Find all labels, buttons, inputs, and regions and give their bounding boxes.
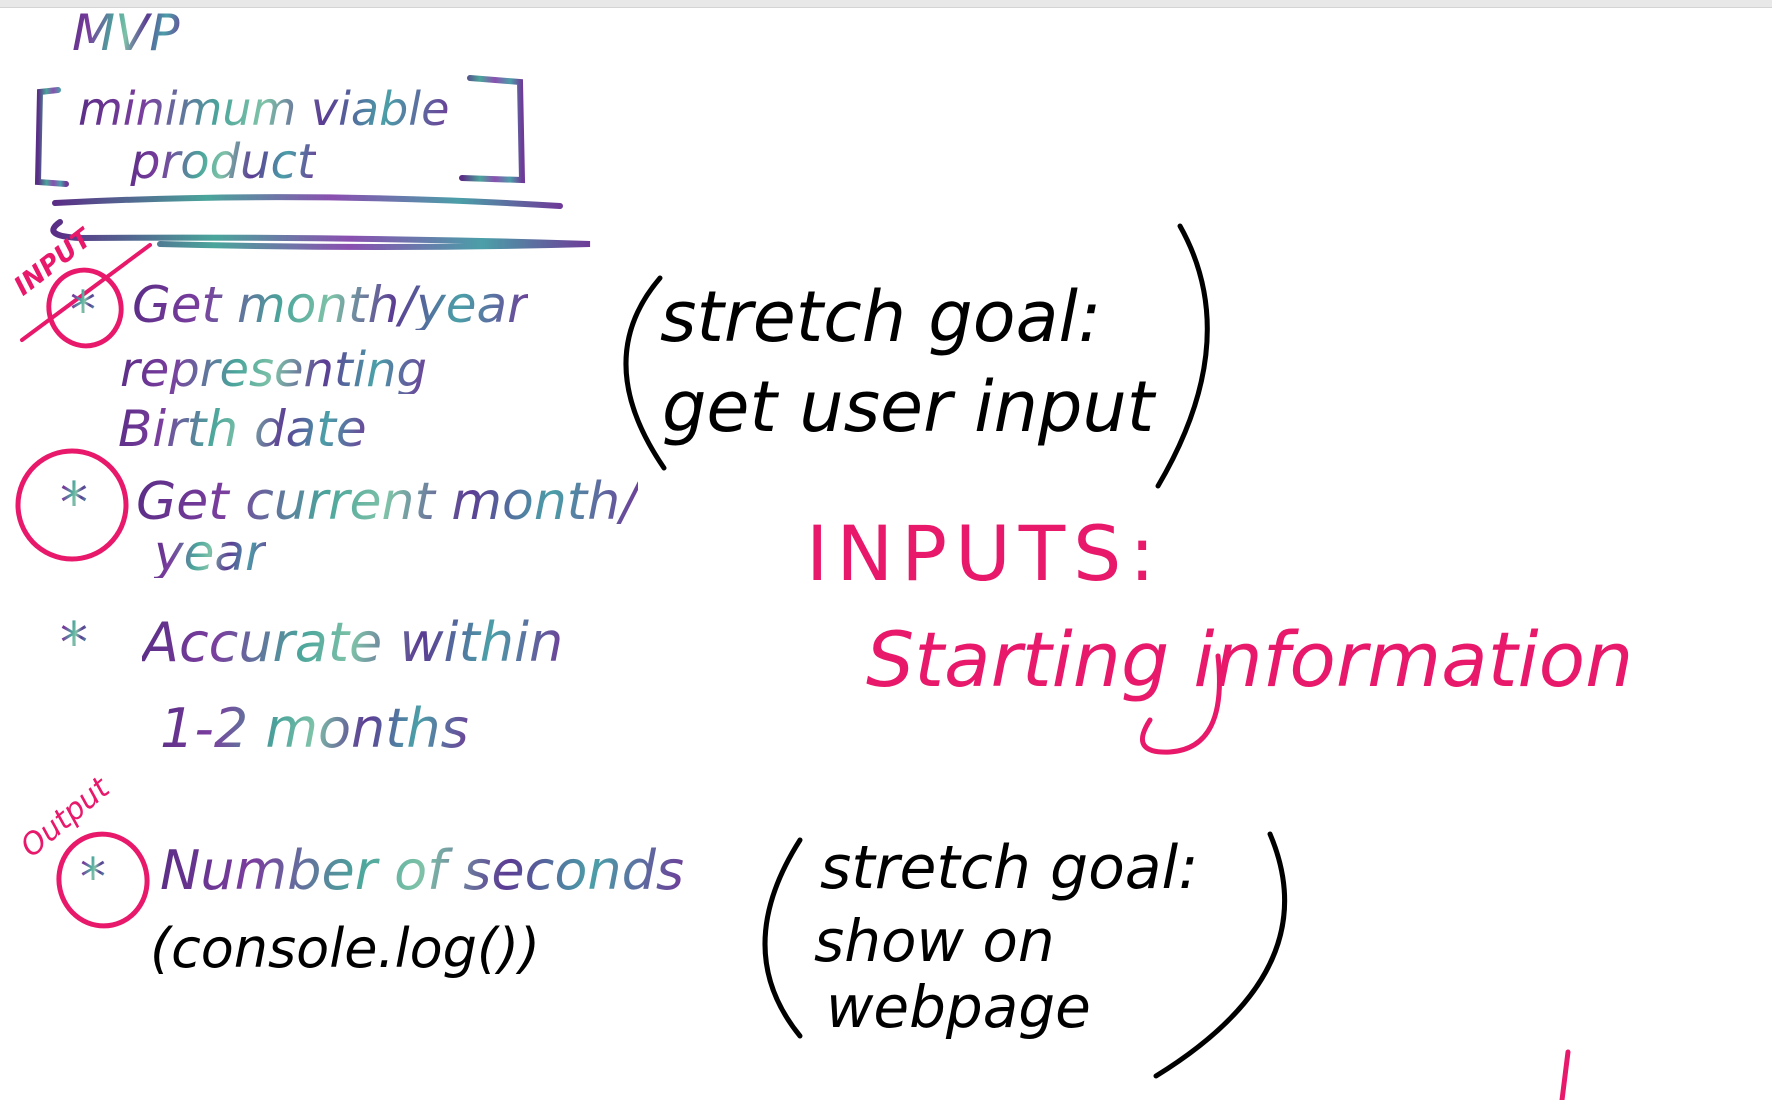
bullet-2-marker: * [60,471,88,536]
stretch-2-line-1: stretch goal: [820,833,1199,903]
input-strike [20,243,152,342]
stretch-2-right-paren [1153,831,1287,1079]
item-3-line-1: Accurate within [142,611,564,674]
mvp-expansion-line2: product [130,134,316,190]
inputs-heading: INPUTS: [806,509,1163,598]
bullet-1-marker: * [70,281,96,341]
item-1-line-2: representing [120,342,428,398]
window-top-edge [0,0,1772,8]
stretch-1-line-1: stretch goal: [660,276,1102,358]
item-4-line-1: Number of seconds [160,839,685,902]
bullet-2-circle [15,448,129,562]
stretch-2-line-3: webpage [826,973,1091,1041]
item-4-line-2: (console.log()) [150,917,541,980]
starting-g-tail [1139,653,1222,755]
mvp-title: MVP [72,4,180,62]
item-2-line-2: year [154,524,266,582]
item-3-line-2: 1-2 months [160,697,469,760]
item-1-line-3: Birth date [118,400,367,458]
bullet-4-marker: * [80,848,106,908]
mvp-expansion-line1: minimum viable [78,82,450,136]
mvp-underline-1 [52,194,563,209]
mvp-left-bracket [34,87,69,187]
bullet-3-marker: * [60,611,88,676]
stretch-1-right-paren [1155,223,1210,489]
stretch-2-left-paren [762,837,803,1039]
stretch-1-line-2: get user input [662,366,1155,448]
mvp-underline-2 [50,219,591,250]
stretch-2-line-2: show on [814,907,1055,975]
item-2-line-1: Get current month/ [136,472,638,532]
stretch-1-left-paren [623,275,667,471]
item-1-line-1: Get month/year [132,276,528,334]
bullet-4-circle [56,831,150,929]
inputs-text: Starting information [866,615,1634,704]
stray-stroke [1559,1049,1571,1100]
mvp-right-bracket [459,75,526,184]
